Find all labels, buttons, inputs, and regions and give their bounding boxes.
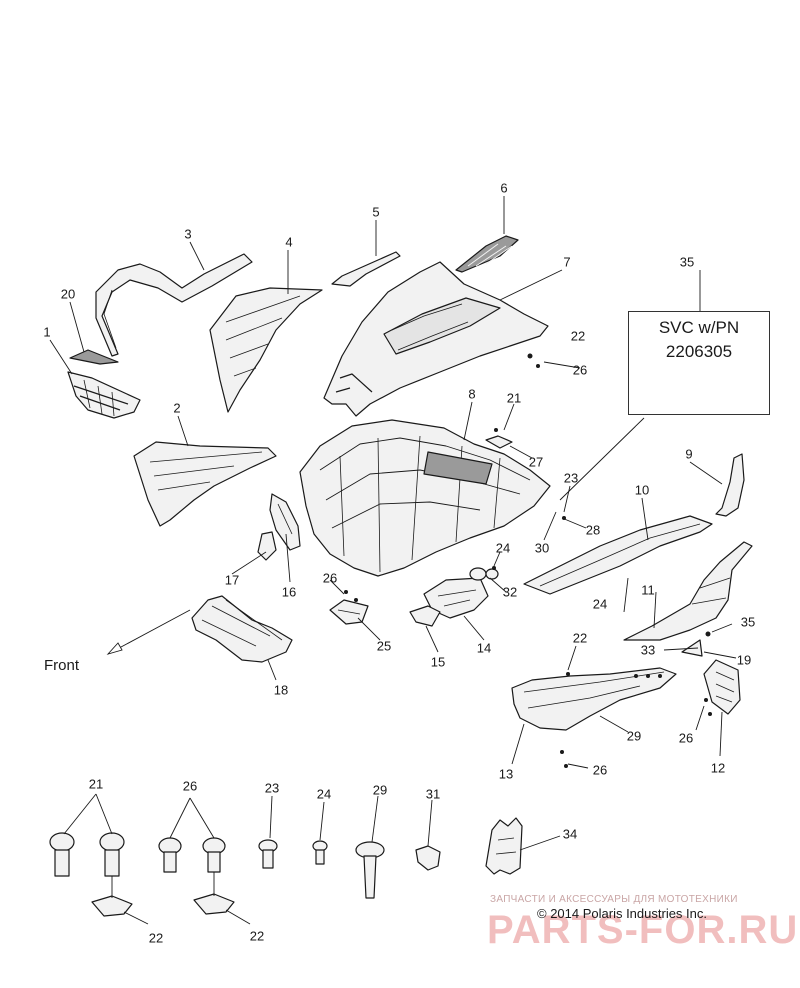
part-14-shape bbox=[423, 577, 489, 619]
leader-lines bbox=[49, 196, 737, 925]
callout-26-low: 26 bbox=[592, 762, 608, 778]
callout-22-hw-b: 22 bbox=[249, 928, 265, 944]
part-7-shape bbox=[323, 261, 549, 417]
svc-part-number: 2206305 bbox=[665, 342, 733, 361]
callout-26-hood: 26 bbox=[572, 362, 588, 378]
callout-25: 25 bbox=[376, 638, 392, 654]
part-11-shape bbox=[623, 541, 753, 641]
part-6-shape bbox=[455, 235, 519, 273]
hw-21-shapes bbox=[49, 832, 133, 917]
callout-26-rear: 26 bbox=[678, 730, 694, 746]
callout-16: 16 bbox=[281, 584, 297, 600]
callout-35-top: 35 bbox=[679, 254, 695, 270]
callout-9: 9 bbox=[685, 446, 693, 462]
callout-6: 6 bbox=[500, 180, 508, 196]
part-32-shape bbox=[469, 567, 499, 581]
callout-5: 5 bbox=[372, 204, 380, 220]
front-arrow bbox=[106, 609, 191, 655]
callout-35-side: 35 bbox=[740, 614, 756, 630]
callout-11: 11 bbox=[641, 582, 655, 598]
watermark-tagline: ЗАПЧАСТИ И АКСЕССУАРЫ ДЛЯ МОТОТЕХНИКИ bbox=[490, 894, 738, 905]
callout-24-hw: 24 bbox=[316, 786, 332, 802]
part-20-shape bbox=[69, 349, 119, 365]
part-15-shape bbox=[409, 605, 441, 627]
part-4-shape bbox=[209, 287, 323, 413]
callout-26-mid: 26 bbox=[322, 570, 338, 586]
callout-22-hood: 22 bbox=[570, 328, 586, 344]
part-10-shape bbox=[523, 515, 713, 595]
part-1-shape bbox=[67, 371, 141, 419]
callout-10: 10 bbox=[634, 482, 650, 498]
part-27-shape bbox=[485, 435, 513, 449]
callout-30: 30 bbox=[534, 540, 550, 556]
callout-33: 33 bbox=[640, 642, 656, 658]
callout-22-hw-a: 22 bbox=[148, 930, 164, 946]
part-12-shape bbox=[703, 659, 741, 715]
callout-14: 14 bbox=[476, 640, 492, 656]
callout-27: 27 bbox=[528, 454, 544, 470]
callout-19: 19 bbox=[736, 652, 752, 668]
callout-29: 29 bbox=[626, 728, 642, 744]
callout-20: 20 bbox=[60, 286, 76, 302]
part-17-shape bbox=[257, 531, 277, 561]
callout-13: 13 bbox=[498, 766, 514, 782]
hw-31-shape bbox=[415, 845, 441, 871]
part-3-shape bbox=[95, 253, 253, 357]
callout-21-frame: 21 bbox=[506, 390, 522, 406]
callout-8: 8 bbox=[468, 386, 476, 402]
callout-17: 17 bbox=[224, 572, 240, 588]
svc-title: SVC w/PN bbox=[658, 318, 740, 337]
callout-21-hw: 21 bbox=[88, 776, 104, 792]
part-16-shape bbox=[269, 493, 301, 551]
callout-15: 15 bbox=[430, 654, 446, 670]
svc-box: SVC w/PN 2206305 bbox=[628, 311, 770, 415]
hw-single-shapes bbox=[258, 839, 385, 899]
part-8-shape bbox=[299, 419, 551, 577]
part-25-shape bbox=[329, 599, 369, 625]
callout-31: 31 bbox=[425, 786, 441, 802]
callout-7: 7 bbox=[563, 254, 571, 270]
part-18-shape bbox=[191, 595, 293, 663]
part-13-shape bbox=[511, 667, 677, 731]
callout-32: 32 bbox=[502, 584, 518, 600]
callout-23: 23 bbox=[563, 470, 579, 486]
callout-22-side: 22 bbox=[572, 630, 588, 646]
front-label: Front bbox=[44, 657, 80, 674]
part-5-shape bbox=[331, 251, 401, 287]
callout-24-frame: 24 bbox=[495, 540, 511, 556]
callout-26-hw: 26 bbox=[182, 778, 198, 794]
hw-26-shapes bbox=[158, 837, 235, 915]
part-9-shape bbox=[715, 453, 745, 517]
callout-34: 34 bbox=[562, 826, 578, 842]
callout-2: 2 bbox=[173, 400, 181, 416]
part-2-shape bbox=[133, 441, 277, 527]
fastener-dots bbox=[344, 353, 712, 768]
callout-24-mid: 24 bbox=[592, 596, 608, 612]
watermark-logo: PARTS-FOR.RU bbox=[487, 908, 799, 952]
hw-34-shape bbox=[485, 817, 523, 875]
callout-3: 3 bbox=[184, 226, 192, 242]
callout-28: 28 bbox=[585, 522, 601, 538]
callout-4: 4 bbox=[285, 234, 293, 250]
callout-12: 12 bbox=[710, 760, 726, 776]
callout-18: 18 bbox=[273, 682, 289, 698]
copyright-text: © 2014 Polaris Industries Inc. bbox=[537, 906, 707, 921]
callout-23-hw: 23 bbox=[264, 780, 280, 796]
callout-1: 1 bbox=[43, 324, 51, 340]
callout-29-hw: 29 bbox=[372, 782, 388, 798]
